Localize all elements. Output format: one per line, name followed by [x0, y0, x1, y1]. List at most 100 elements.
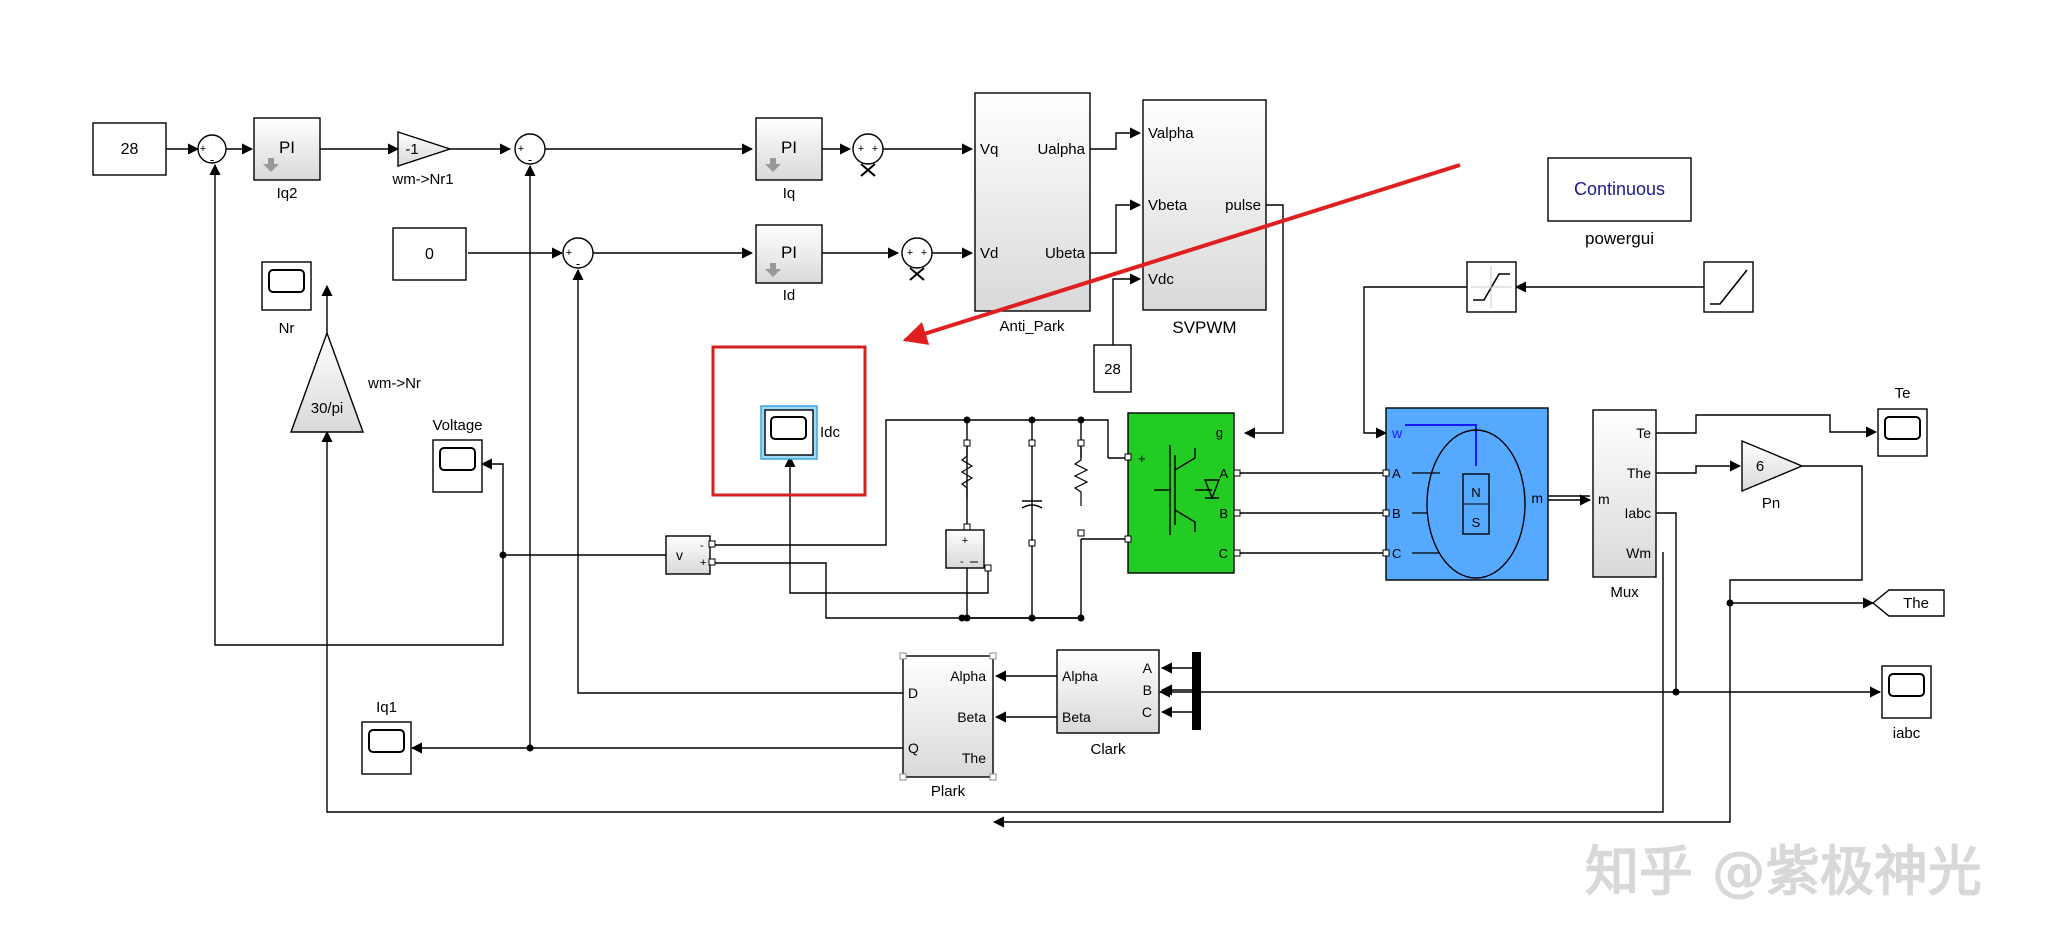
svg-text:-1: -1 — [405, 141, 418, 158]
scope-icon — [1888, 673, 1925, 697]
svg-text:B: B — [1143, 682, 1152, 698]
svg-text:+: + — [907, 247, 913, 259]
scope-icon — [268, 269, 305, 293]
svg-text:The: The — [962, 750, 986, 766]
motor-block[interactable]: w A B C m N S — [1382, 407, 1549, 581]
svg-text:-: - — [576, 256, 580, 271]
sum-block-3[interactable]: + - — [562, 237, 594, 271]
svg-text:C: C — [1392, 546, 1401, 561]
scope-icon — [1884, 416, 1921, 440]
svg-text:C: C — [1142, 704, 1152, 720]
plark-block[interactable]: Alpha Beta The D Q Plark — [899, 652, 997, 800]
svg-text:Idc: Idc — [820, 424, 841, 441]
igbt-icon — [1154, 445, 1221, 535]
svg-text:A: A — [1219, 466, 1228, 481]
scope-icon — [770, 416, 807, 440]
svg-text:Alpha: Alpha — [950, 668, 986, 684]
sum-block-2[interactable]: + - — [514, 133, 546, 167]
constant-block-0[interactable]: 0 — [392, 227, 467, 281]
svg-text:0: 0 — [425, 246, 434, 263]
sum-block-1[interactable]: + - — [197, 134, 227, 167]
svg-text:Wm: Wm — [1626, 545, 1651, 561]
svg-text:+: + — [1138, 451, 1146, 466]
watermark-text: 知乎 @紫极神光 — [1585, 840, 1982, 903]
scope-idc[interactable]: Idc — [760, 405, 841, 460]
svg-text:N: N — [1471, 485, 1480, 500]
svg-text:Te: Te — [1636, 425, 1651, 441]
svg-text:The: The — [1627, 465, 1651, 481]
svg-text:+: + — [858, 143, 864, 155]
svg-text:Q: Q — [908, 740, 919, 756]
svg-text:PI: PI — [279, 138, 295, 157]
down-arrow-icon — [765, 263, 781, 277]
svg-text:28: 28 — [121, 141, 139, 158]
svg-text:Beta: Beta — [957, 709, 986, 725]
svg-text:iabc: iabc — [1893, 725, 1921, 742]
svg-text:Alpha: Alpha — [1062, 668, 1098, 684]
sum-block-q-decouple[interactable]: + + — [852, 133, 884, 177]
svg-text:Continuous: Continuous — [1574, 179, 1665, 199]
sum-block-d-decouple[interactable]: + + — [901, 237, 933, 281]
gain-block-30pi[interactable]: 30/pi wm->Nr — [290, 330, 421, 433]
voltage-measurement-block[interactable]: v - + — [665, 535, 716, 575]
svg-text:Iq2: Iq2 — [277, 185, 298, 202]
scope-te[interactable]: Te — [1877, 385, 1928, 457]
constant-block-28[interactable]: 28 — [92, 122, 167, 176]
scope-iabc[interactable]: iabc — [1881, 665, 1932, 742]
svg-text:+: + — [700, 557, 706, 569]
ramp-block[interactable] — [1703, 261, 1754, 313]
pi-controller-id[interactable]: PI Id — [755, 224, 823, 304]
inverter-block[interactable]: + g A B C — [1124, 412, 1241, 574]
scope-icon — [439, 447, 476, 471]
saturation-block[interactable] — [1466, 261, 1517, 313]
svg-text:-: - — [700, 540, 704, 552]
svg-text:Anti_Park: Anti_Park — [999, 318, 1065, 335]
gain-block-neg1[interactable]: -1 wm->Nr1 — [391, 131, 454, 188]
anti-park-block[interactable]: Vq Vd Ualpha Ubeta Anti_Park — [974, 92, 1091, 335]
mux-block[interactable]: m Te The Iabc Wm Mux — [1592, 409, 1657, 601]
svg-text:+: + — [518, 143, 524, 155]
signal-wires — [166, 127, 1882, 828]
clark-block[interactable]: A B C Alpha Beta Clark — [1056, 649, 1160, 758]
svg-text:-: - — [528, 152, 532, 167]
goto-tag-the[interactable]: The — [1871, 589, 1945, 617]
svg-text:Iq: Iq — [783, 185, 796, 202]
svg-text:Vq: Vq — [980, 141, 998, 158]
junction-dots — [499, 416, 1734, 752]
pi-controller-iq[interactable]: PI Iq — [755, 117, 823, 202]
svg-text:Vd: Vd — [980, 245, 998, 262]
svg-text:Pn: Pn — [1762, 495, 1780, 512]
svg-text:C: C — [1219, 546, 1228, 561]
scope-voltage[interactable]: Voltage — [432, 417, 483, 493]
scope-iq1[interactable]: Iq1 — [361, 699, 412, 775]
highlight-box — [711, 345, 867, 497]
svg-text:Iq1: Iq1 — [376, 699, 397, 716]
gain-block-pn[interactable]: 6 Pn — [1741, 439, 1804, 512]
svg-text:-: - — [210, 152, 214, 167]
scope-nr[interactable]: Nr — [261, 261, 312, 337]
svg-text:Beta: Beta — [1062, 709, 1091, 725]
svpwm-block[interactable]: Valpha Vbeta Vdc pulse SVPWM — [1142, 99, 1267, 337]
svg-text:30/pi: 30/pi — [311, 400, 344, 417]
svg-text:PI: PI — [781, 243, 797, 262]
svg-text:Vbeta: Vbeta — [1148, 197, 1188, 214]
svg-text:A: A — [1392, 466, 1401, 481]
svg-text:+: + — [872, 143, 878, 155]
svg-text:B: B — [1392, 506, 1401, 521]
powergui-block[interactable]: Continuous powergui — [1547, 157, 1692, 248]
svg-text:wm->Nr1: wm->Nr1 — [391, 171, 453, 188]
annotation-arrow — [902, 163, 1461, 345]
pi-controller-iq2[interactable]: PI Iq2 — [253, 117, 321, 202]
svg-text:powergui: powergui — [1585, 229, 1654, 248]
svg-text:Ubeta: Ubeta — [1045, 245, 1086, 262]
constant-block-vdc[interactable]: 28 — [1093, 344, 1132, 393]
svg-text:g: g — [1216, 425, 1223, 440]
svg-text:B: B — [1219, 506, 1228, 521]
svg-text:Plark: Plark — [931, 783, 966, 800]
svg-text:Nr: Nr — [279, 320, 295, 337]
svg-text:28: 28 — [1104, 361, 1121, 378]
svg-text:+: + — [962, 535, 968, 547]
svg-text:Te: Te — [1895, 385, 1911, 402]
svg-text:+: + — [200, 143, 206, 155]
